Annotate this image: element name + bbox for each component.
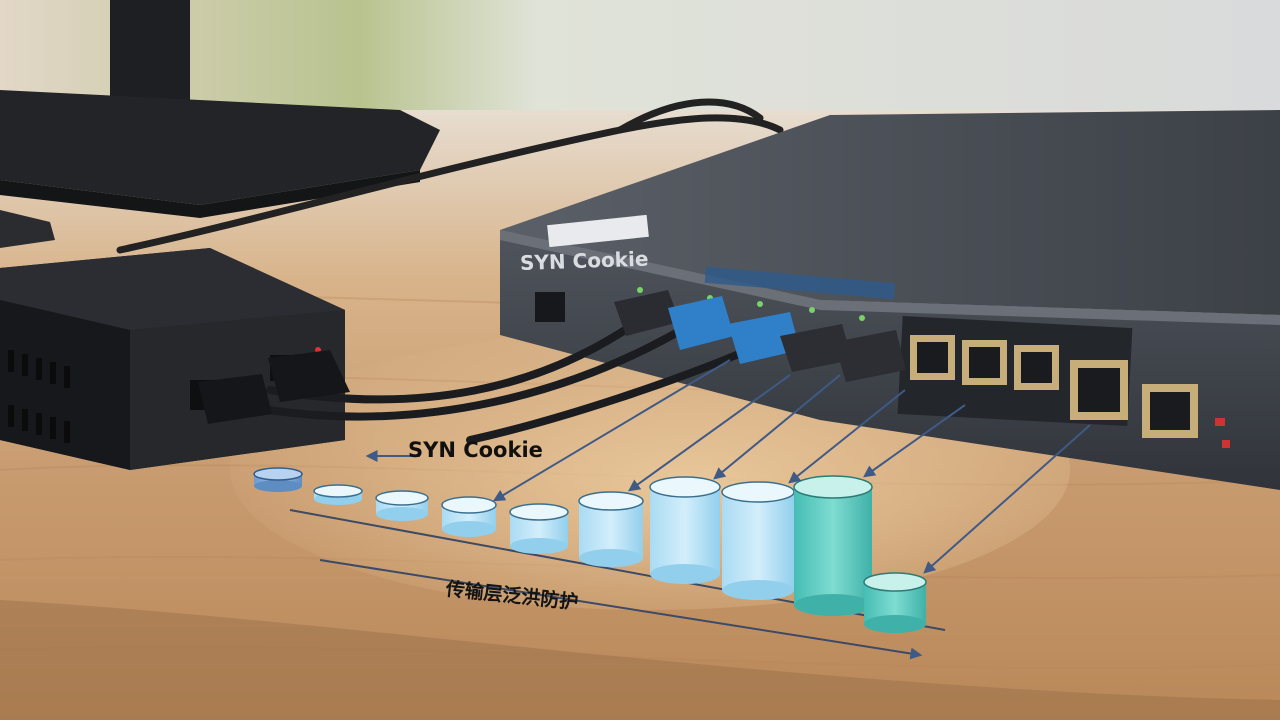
patch-cables (236, 316, 764, 444)
monitor-stand (0, 0, 440, 218)
cylinder-10 (863, 572, 927, 633)
trend-arrow-line (319, 559, 923, 660)
cylinder-9 (793, 475, 873, 616)
switch-brand-label: SYN Cookie (519, 246, 649, 275)
background-cables (116, 98, 784, 254)
cable-plugs (198, 290, 906, 424)
cylinder-bars (253, 467, 927, 633)
cylinder-4 (441, 496, 497, 537)
cylinder-2 (313, 484, 363, 505)
shadow-band (0, 600, 1280, 720)
cylinder-3 (375, 490, 429, 521)
connector-arrows (365, 359, 1091, 574)
cylinder-7 (649, 476, 721, 584)
cylinder-8 (721, 481, 795, 600)
cylinder-1 (253, 467, 303, 492)
cylinder-5 (509, 503, 569, 554)
cylinder-6 (578, 491, 644, 567)
keyboard-edge (0, 210, 55, 248)
rj45-ports (910, 335, 1198, 438)
syn-cookie-caption: SYN Cookie (408, 438, 543, 462)
